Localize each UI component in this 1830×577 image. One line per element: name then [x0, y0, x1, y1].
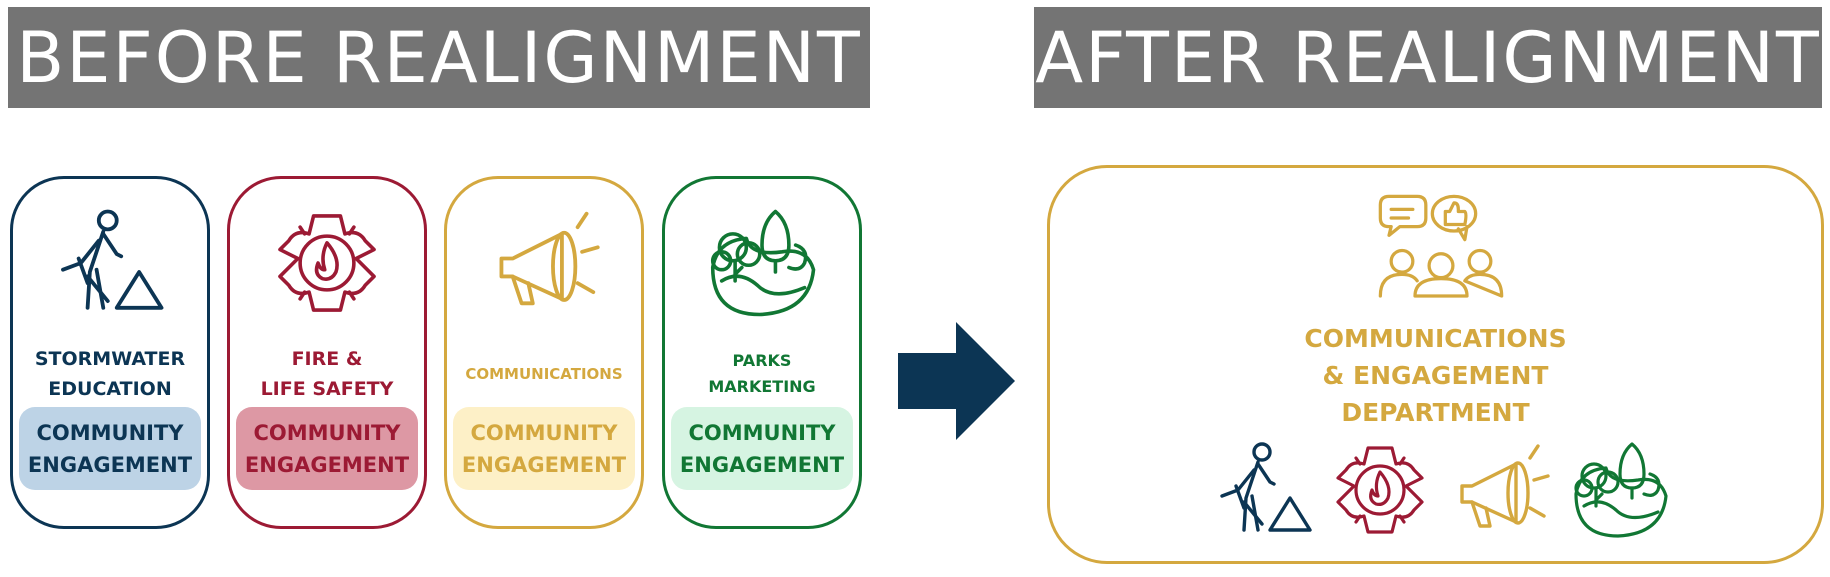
- card-fire-life-safety: FIRE & LIFE SAFETY COMMUNITY ENGAGEMENT: [227, 176, 427, 529]
- community-engagement-badge: COMMUNITY ENGAGEMENT: [671, 407, 853, 490]
- community-engagement-badge: COMMUNITY ENGAGEMENT: [19, 407, 201, 490]
- worker-shovel-icon: [53, 207, 167, 319]
- worker-shovel-icon: [1214, 440, 1314, 540]
- card-title: STORMWATER EDUCATION: [34, 348, 186, 400]
- before-heading: BEFORE REALIGNMENT: [8, 7, 870, 108]
- department-box: COMMUNICATIONS & ENGAGEMENT DEPARTMENT: [1047, 165, 1824, 564]
- park-trees-icon: [705, 207, 819, 319]
- fire-badge-icon: [1330, 440, 1430, 540]
- people-chat-icon: [1376, 188, 1506, 300]
- card-communications: COMMUNICATIONS COMMUNITY ENGAGEMENT: [444, 176, 644, 529]
- card-title: PARKS MARKETING: [708, 351, 816, 396]
- before-heading-label: BEFORE REALIGNMENT: [16, 16, 862, 99]
- megaphone-icon: [1450, 440, 1550, 540]
- fire-badge-icon: [270, 207, 384, 319]
- after-heading: AFTER REALIGNMENT: [1034, 7, 1822, 108]
- right-arrow-icon: [898, 322, 1015, 440]
- card-title: FIRE & LIFE SAFETY: [260, 348, 394, 400]
- card-title: COMMUNICATIONS: [465, 365, 623, 383]
- community-engagement-badge: COMMUNITY ENGAGEMENT: [236, 407, 418, 490]
- park-trees-icon: [1570, 440, 1670, 540]
- card-parks-marketing: PARKS MARKETING COMMUNITY ENGAGEMENT: [662, 176, 862, 529]
- card-stormwater-education: STORMWATER EDUCATION COMMUNITY ENGAGEMEN…: [10, 176, 210, 529]
- community-engagement-badge: COMMUNITY ENGAGEMENT: [453, 407, 635, 490]
- after-heading-label: AFTER REALIGNMENT: [1035, 16, 1821, 99]
- megaphone-icon: [487, 207, 601, 319]
- department-title: COMMUNICATIONS & ENGAGEMENT DEPARTMENT: [1304, 324, 1567, 427]
